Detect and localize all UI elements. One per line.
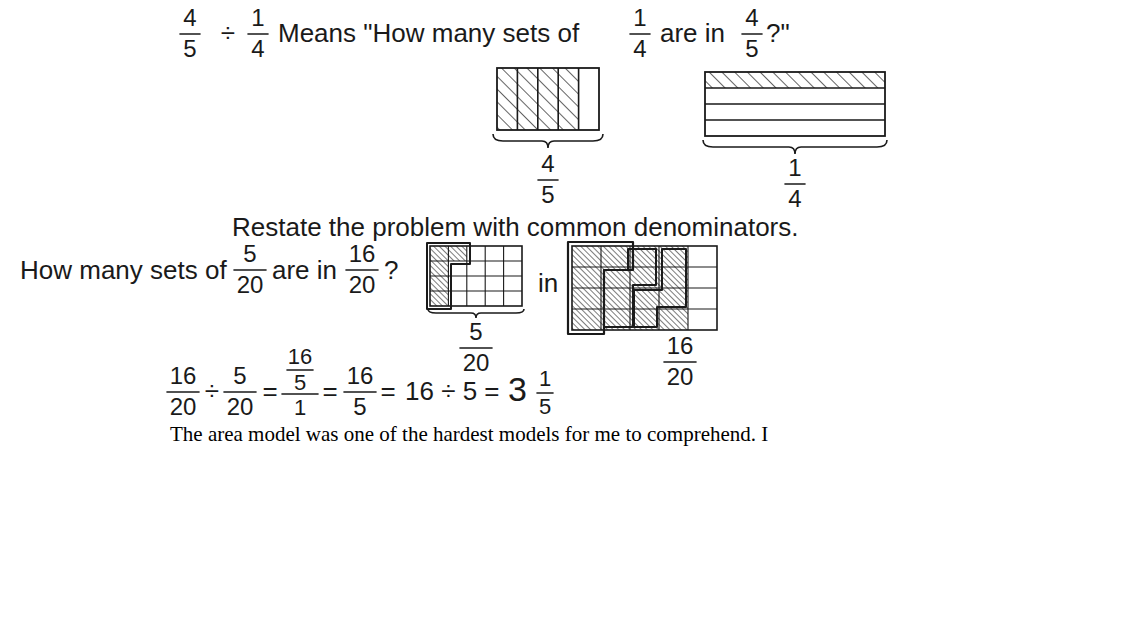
numerator: 5 xyxy=(243,242,256,266)
denominator: 20 xyxy=(349,273,376,297)
group-loop xyxy=(568,242,633,334)
denominator: 20 xyxy=(170,395,197,419)
numerator: 1 xyxy=(539,368,551,390)
fraction-bar xyxy=(234,269,266,271)
fraction-bar xyxy=(344,391,376,393)
denominator: 5 xyxy=(294,372,306,394)
small-grid xyxy=(427,243,524,318)
question-text: How many sets of xyxy=(20,257,227,283)
numerator: 1 xyxy=(633,6,646,30)
fourths-rectangle xyxy=(703,72,887,154)
equals-sign: = xyxy=(322,378,337,404)
denominator: 5 xyxy=(183,37,196,61)
shaded-area xyxy=(705,72,885,88)
equals-sign: = xyxy=(262,378,277,404)
fraction-bar xyxy=(630,33,650,35)
fraction-bar xyxy=(538,179,558,181)
numerator: 16 xyxy=(288,346,312,368)
denominator: 20 xyxy=(237,273,264,297)
instruction-text: Restate the problem with common denomina… xyxy=(232,214,799,240)
grid-outline xyxy=(572,246,717,330)
numerator: 16 xyxy=(170,364,197,388)
question-text: are in xyxy=(272,257,337,283)
grid-outline xyxy=(430,246,522,306)
numerator: 16 xyxy=(349,242,376,266)
question-text: are in xyxy=(660,20,725,46)
brace xyxy=(703,140,887,154)
brace xyxy=(428,309,524,318)
numerator: 16 xyxy=(347,364,374,388)
denominator: 4 xyxy=(788,187,801,211)
fraction-bar xyxy=(248,33,268,35)
denominator: 1 xyxy=(294,397,306,419)
fraction-bar xyxy=(224,391,256,393)
denominator: 4 xyxy=(633,37,646,61)
fifths-rectangle xyxy=(493,68,603,148)
large-grid xyxy=(568,242,717,334)
fraction-bar xyxy=(287,369,313,371)
question-text: Means "How many sets of xyxy=(278,20,579,46)
numerator: 5 xyxy=(469,320,482,344)
fraction-bar xyxy=(167,391,199,393)
denominator: 5 xyxy=(539,396,551,418)
numerator: 4 xyxy=(541,152,554,176)
question-mark: ? xyxy=(384,257,398,283)
numerator: 16 xyxy=(667,334,694,358)
brace xyxy=(493,134,603,148)
numerator: 1 xyxy=(251,6,264,30)
shaded-area xyxy=(430,261,448,306)
rectangle-outline xyxy=(497,68,599,130)
fraction-bar xyxy=(180,33,200,35)
denominator: 5 xyxy=(353,395,366,419)
numerator: 4 xyxy=(183,6,196,30)
denominator: 20 xyxy=(463,351,490,375)
fraction-bar xyxy=(346,269,378,271)
denominator: 20 xyxy=(667,365,694,389)
grid-lines xyxy=(430,246,522,306)
question-mark: ?" xyxy=(766,20,790,46)
typed-sentence: The area model was one of the hardest mo… xyxy=(170,424,768,445)
connecting-word: in xyxy=(538,270,558,296)
grid-lines xyxy=(517,68,578,130)
whole-number: 3 xyxy=(508,372,527,406)
shaded-area xyxy=(497,68,579,130)
fraction-bar xyxy=(742,33,762,35)
fraction-bar xyxy=(664,361,696,363)
numerator: 5 xyxy=(233,364,246,388)
denominator: 5 xyxy=(541,183,554,207)
operator: ÷ xyxy=(205,378,219,404)
equals-sign: = xyxy=(380,378,395,404)
rectangle-outline xyxy=(705,72,885,136)
denominator: 4 xyxy=(251,37,264,61)
operator: ÷ xyxy=(221,20,235,46)
grid-lines xyxy=(572,246,717,330)
group-loop xyxy=(604,249,656,327)
denominator: 5 xyxy=(745,37,758,61)
equation-text: 16 ÷ 5 = xyxy=(405,378,500,404)
group-loop xyxy=(634,249,686,327)
group-loop xyxy=(427,243,470,309)
fraction-bar xyxy=(537,392,553,394)
fraction-bar xyxy=(785,183,805,185)
grid-lines xyxy=(705,88,885,120)
numerator: 1 xyxy=(788,156,801,180)
fraction-bar xyxy=(460,347,492,349)
denominator: 20 xyxy=(227,395,254,419)
numerator: 4 xyxy=(745,6,758,30)
